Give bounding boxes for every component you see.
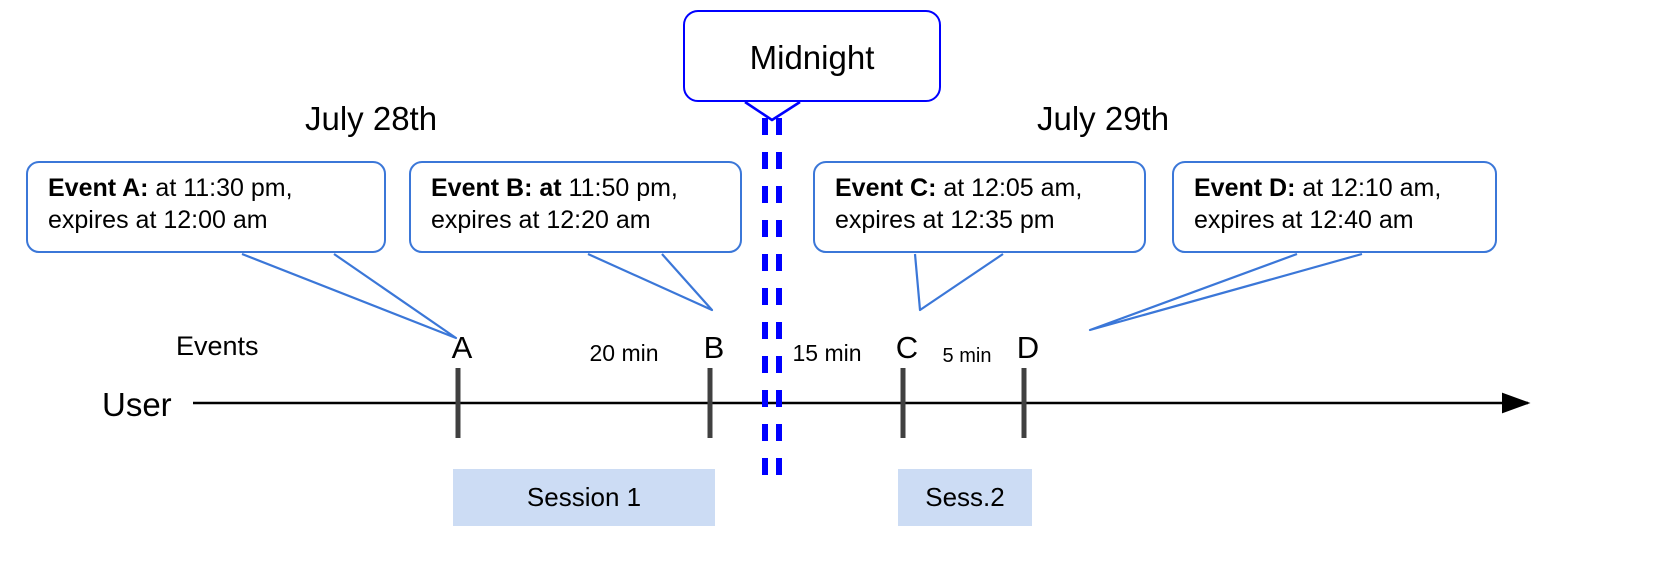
midnight-bubble-tail (744, 100, 801, 122)
event-callout-d-line2: expires at 12:40 am (1194, 205, 1414, 234)
date-label-july-29: July 29th (1037, 100, 1170, 137)
event-callout-b: Event B: at 11:50 pm, expires at 12:20 a… (409, 161, 742, 253)
callout-c-tail (913, 253, 1004, 312)
user-row-label: User (102, 386, 172, 423)
event-callout-c-line1: Event C: at 12:05 am, (835, 173, 1130, 205)
event-callout-b-line1: Event B: at 11:50 pm, (431, 173, 726, 205)
event-callout-b-line2: expires at 12:20 am (431, 205, 651, 234)
session-box-1: Session 1 (453, 469, 715, 526)
event-marker-label-d: D (1016, 330, 1040, 365)
event-callout-d-line1: Event D: at 12:10 am, (1194, 173, 1481, 205)
event-callout-b-rest: 11:50 pm, (561, 174, 678, 202)
event-callout-c-line2: expires at 12:35 pm (835, 205, 1055, 234)
session-box-2: Sess.2 (898, 469, 1032, 526)
callout-d-tail (1088, 252, 1363, 332)
event-callout-a: Event A: at 11:30 pm, expires at 12:00 a… (26, 161, 386, 253)
event-callout-a-line2: expires at 12:00 am (48, 205, 268, 234)
events-row-label: Events (176, 331, 259, 361)
callout-b-tail (587, 252, 714, 312)
event-callout-a-prefix: Event A: (48, 174, 149, 202)
callout-a-tail (241, 252, 458, 340)
event-callout-d-rest: at 12:10 am, (1295, 174, 1442, 202)
event-callout-d: Event D: at 12:10 am, expires at 12:40 a… (1172, 161, 1497, 253)
event-marker-label-b: B (703, 330, 725, 365)
event-marker-label-c: C (895, 330, 919, 365)
event-callout-a-rest: at 11:30 pm, (148, 174, 293, 202)
event-callout-c-prefix: Event C: (835, 174, 937, 202)
event-callout-c-rest: at 12:05 am, (936, 174, 1083, 202)
event-callout-c: Event C: at 12:05 am, expires at 12:35 p… (813, 161, 1146, 253)
event-marker-label-a: A (451, 330, 473, 365)
event-callout-d-prefix: Event D: (1194, 174, 1296, 202)
interval-label-a-b: 20 min (589, 340, 659, 366)
event-callout-b-prefix: Event B: at (431, 174, 562, 202)
midnight-callout: Midnight (683, 10, 941, 102)
date-label-july-28: July 28th (305, 100, 438, 137)
interval-label-c-d: 5 min (942, 345, 992, 367)
interval-label-b-c: 15 min (792, 340, 862, 366)
event-callout-a-line1: Event A: at 11:30 pm, (48, 173, 370, 205)
